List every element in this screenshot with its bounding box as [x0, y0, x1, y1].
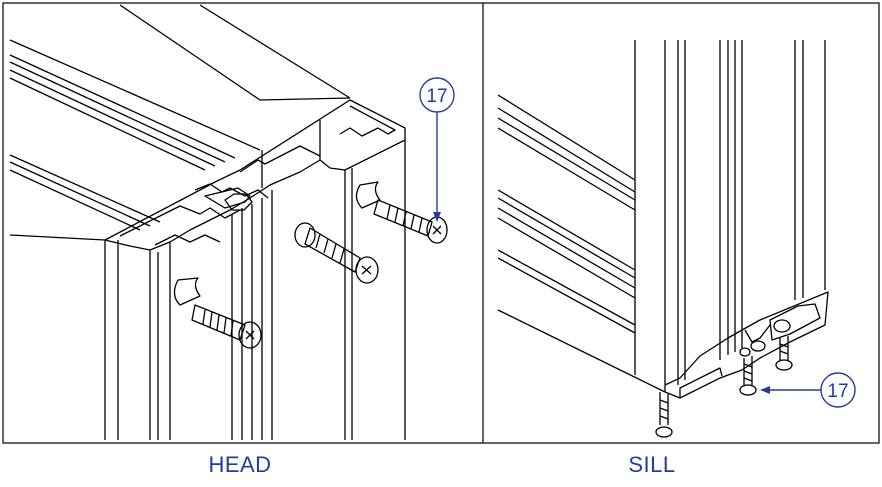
sill-callout-number: 17 — [827, 381, 848, 402]
head-screw-3 — [373, 199, 448, 244]
head-horizontal-member — [9, 4, 351, 241]
diagram-frame — [2, 2, 880, 444]
head-callout-number: 17 — [426, 86, 447, 107]
sill-bottom-profile — [664, 291, 829, 399]
head-vertical-jambs — [104, 120, 406, 440]
sill-horizontal-member — [497, 94, 666, 393]
sill-callout: 17 — [760, 372, 856, 408]
head-corner-profile — [104, 99, 406, 251]
head-caption: HEAD — [208, 452, 272, 477]
sill-caption: SILL — [628, 452, 676, 477]
head-screw-1 — [191, 304, 262, 349]
sill-vertical-members — [634, 40, 826, 392]
head-panel — [9, 4, 448, 440]
sill-screw-2 — [739, 356, 757, 396]
head-screw-slots — [173, 181, 381, 306]
head-callout: 17 — [419, 77, 455, 222]
head-screw-2 — [294, 222, 379, 284]
sill-screw-3 — [775, 336, 793, 371]
sill-panel — [497, 40, 829, 438]
sill-screw-1 — [655, 392, 673, 438]
